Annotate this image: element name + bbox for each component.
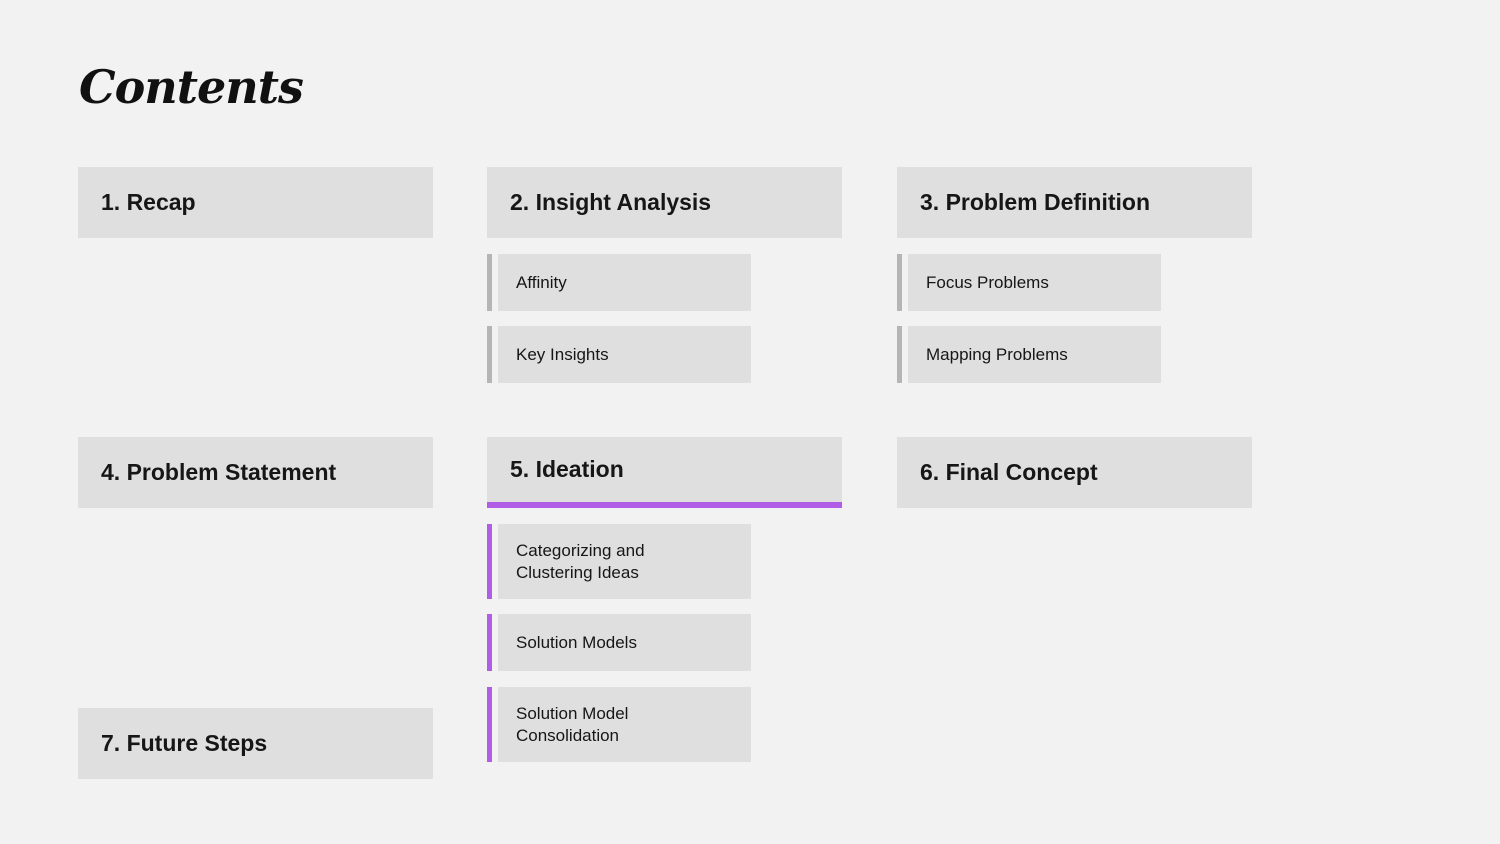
subsection-marker bbox=[897, 254, 902, 311]
subsection-affinity[interactable]: Affinity bbox=[487, 254, 751, 311]
subsection-key-insights-label: Key Insights bbox=[516, 344, 609, 364]
section-problem-definition-label: 3. Problem Definition bbox=[920, 189, 1151, 215]
page-title: Contents bbox=[79, 60, 304, 114]
section-problem-statement-label: 4. Problem Statement bbox=[101, 459, 337, 485]
subsection-focus-problems[interactable]: Focus Problems bbox=[897, 254, 1161, 311]
subsection-marker bbox=[487, 614, 492, 671]
subsection-solution-models[interactable]: Solution Models bbox=[487, 614, 751, 671]
section-insight-analysis[interactable]: 2. Insight Analysis bbox=[487, 167, 842, 238]
section-problem-statement[interactable]: 4. Problem Statement bbox=[78, 437, 433, 508]
subsection-solution-model-consolidation-label: Solution Model Consolidation bbox=[516, 703, 629, 745]
subsection-marker bbox=[487, 687, 492, 762]
section-problem-definition[interactable]: 3. Problem Definition bbox=[897, 167, 1252, 238]
section-recap[interactable]: 1. Recap bbox=[78, 167, 433, 238]
section-final-concept[interactable]: 6. Final Concept bbox=[897, 437, 1252, 508]
subsection-marker bbox=[487, 524, 492, 599]
section-recap-label: 1. Recap bbox=[101, 189, 196, 215]
section-final-concept-label: 6. Final Concept bbox=[920, 459, 1098, 485]
section-future-steps[interactable]: 7. Future Steps bbox=[78, 708, 433, 779]
subsection-mapping-problems-label: Mapping Problems bbox=[926, 344, 1068, 364]
subsection-mapping-problems[interactable]: Mapping Problems bbox=[897, 326, 1161, 383]
subsection-marker bbox=[897, 326, 902, 383]
section-future-steps-label: 7. Future Steps bbox=[101, 730, 268, 756]
subsection-categorizing-ideas-label: Categorizing and Clustering Ideas bbox=[516, 540, 645, 582]
subsection-categorizing-ideas[interactable]: Categorizing and Clustering Ideas bbox=[487, 524, 751, 599]
section-ideation-label: 5. Ideation bbox=[510, 456, 624, 482]
subsection-key-insights[interactable]: Key Insights bbox=[487, 326, 751, 383]
subsection-marker bbox=[487, 254, 492, 311]
subsection-affinity-label: Affinity bbox=[516, 272, 567, 292]
subsection-solution-models-label: Solution Models bbox=[516, 632, 637, 652]
subsection-focus-problems-label: Focus Problems bbox=[926, 272, 1049, 292]
section-insight-analysis-label: 2. Insight Analysis bbox=[510, 189, 712, 215]
subsection-marker bbox=[487, 326, 492, 383]
section-ideation[interactable]: 5. Ideation bbox=[487, 437, 842, 508]
subsection-solution-model-consolidation[interactable]: Solution Model Consolidation bbox=[487, 687, 751, 762]
